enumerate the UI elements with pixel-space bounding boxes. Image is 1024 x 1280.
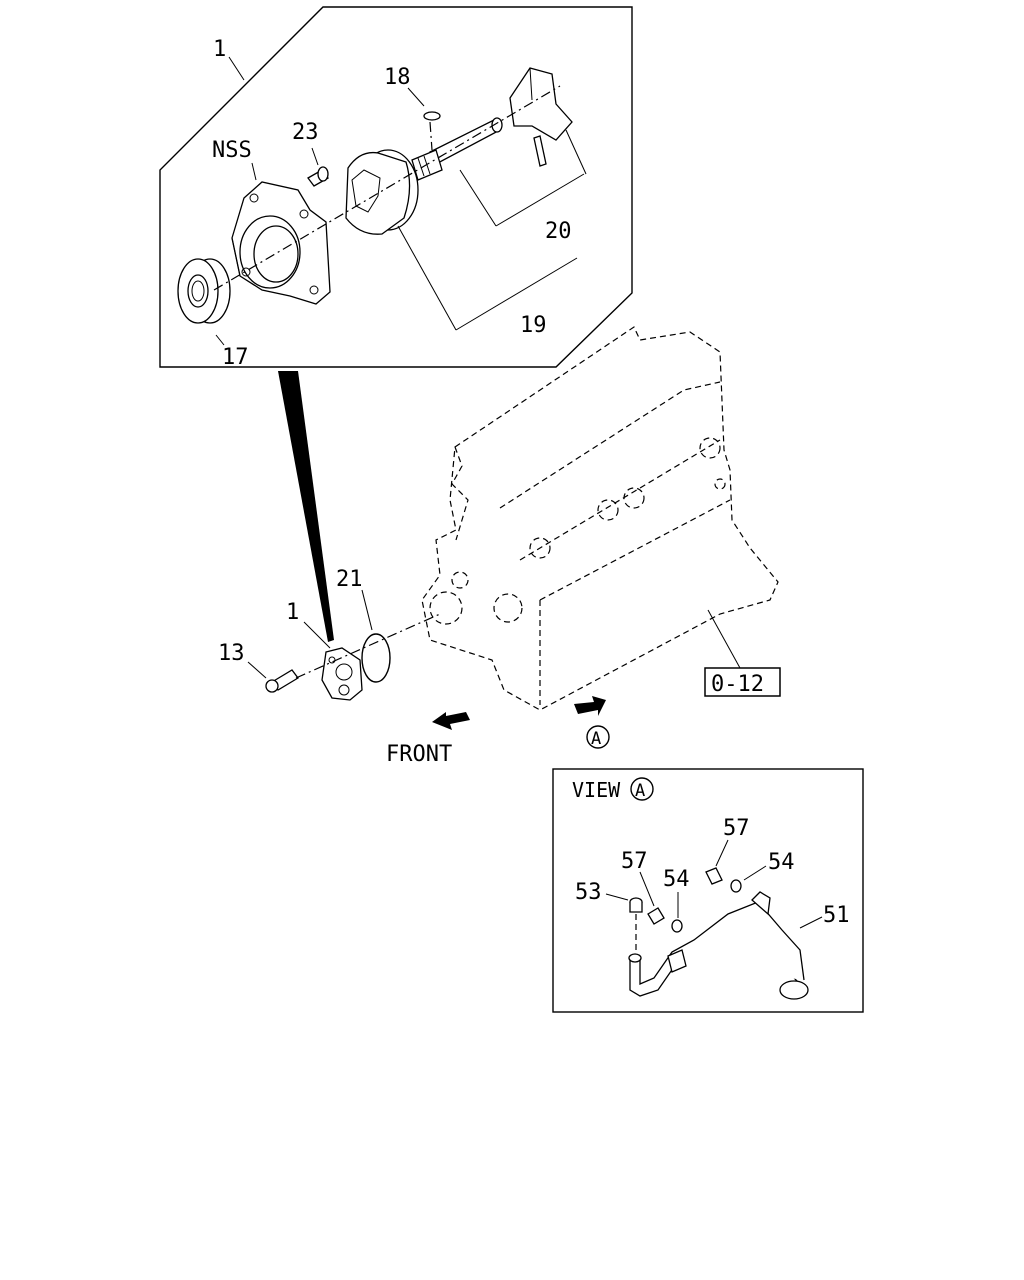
callout-57-lower: 57 xyxy=(621,849,648,874)
front-arrow xyxy=(432,712,470,730)
callout-23: 23 xyxy=(292,120,319,145)
callout-1-top: 1 xyxy=(213,37,226,62)
callout-53: 53 xyxy=(575,880,602,905)
view-a-arrow xyxy=(574,696,606,716)
reference-label-0-12: 0-12 xyxy=(711,672,764,697)
engine-block xyxy=(421,326,779,711)
oil-pump-assembly xyxy=(321,647,363,701)
callout-13: 13 xyxy=(218,641,245,666)
view-a-title-circle xyxy=(630,777,654,801)
woodruff-key-18 xyxy=(423,111,441,121)
detail-leader-wedge xyxy=(278,371,334,642)
view-a-marker-circle xyxy=(586,725,610,749)
reference-box-0-12 xyxy=(704,667,781,697)
oil-pump-detail-panel: 1 17 NSS 23 xyxy=(159,6,633,370)
detail-panel-border xyxy=(159,6,633,368)
callout-nss: NSS xyxy=(212,138,252,163)
callout-54-lower: 54 xyxy=(663,867,690,892)
dowel-pin-23 xyxy=(307,166,329,187)
washer-54-upper xyxy=(730,879,742,893)
view-a-title-letter: A xyxy=(635,781,645,801)
callout-17: 17 xyxy=(222,345,249,370)
callout-19: 19 xyxy=(520,313,547,338)
bolt-57-lower xyxy=(647,907,665,925)
washer-54-lower xyxy=(671,919,683,933)
view-a-marker-letter: A xyxy=(591,729,601,749)
callout-21: 21 xyxy=(336,567,363,592)
outer-rotor-19 xyxy=(345,149,419,235)
bolt-13 xyxy=(265,669,299,693)
view-a-panel: VIEW A 51 53 57 xyxy=(552,768,864,1013)
view-a-border xyxy=(552,768,864,1013)
drive-shaft-20 xyxy=(411,117,503,181)
view-a-title: VIEW xyxy=(572,778,621,802)
oil-pipe-51 xyxy=(628,891,809,1000)
callout-20: 20 xyxy=(545,219,572,244)
bolt-57-upper xyxy=(705,867,723,885)
pump-housing xyxy=(231,181,331,305)
callout-57-upper: 57 xyxy=(723,816,750,841)
drive-gear-20 xyxy=(509,67,573,141)
o-ring-21 xyxy=(361,633,391,683)
oil-seal-17 xyxy=(177,258,231,324)
callout-18: 18 xyxy=(384,65,411,90)
front-label: FRONT xyxy=(386,742,452,767)
callout-1-lower: 1 xyxy=(286,600,299,625)
callout-54-upper: 54 xyxy=(768,850,795,875)
callout-51: 51 xyxy=(823,903,850,928)
plug-53 xyxy=(629,897,643,913)
spring-pin-20 xyxy=(533,135,547,167)
